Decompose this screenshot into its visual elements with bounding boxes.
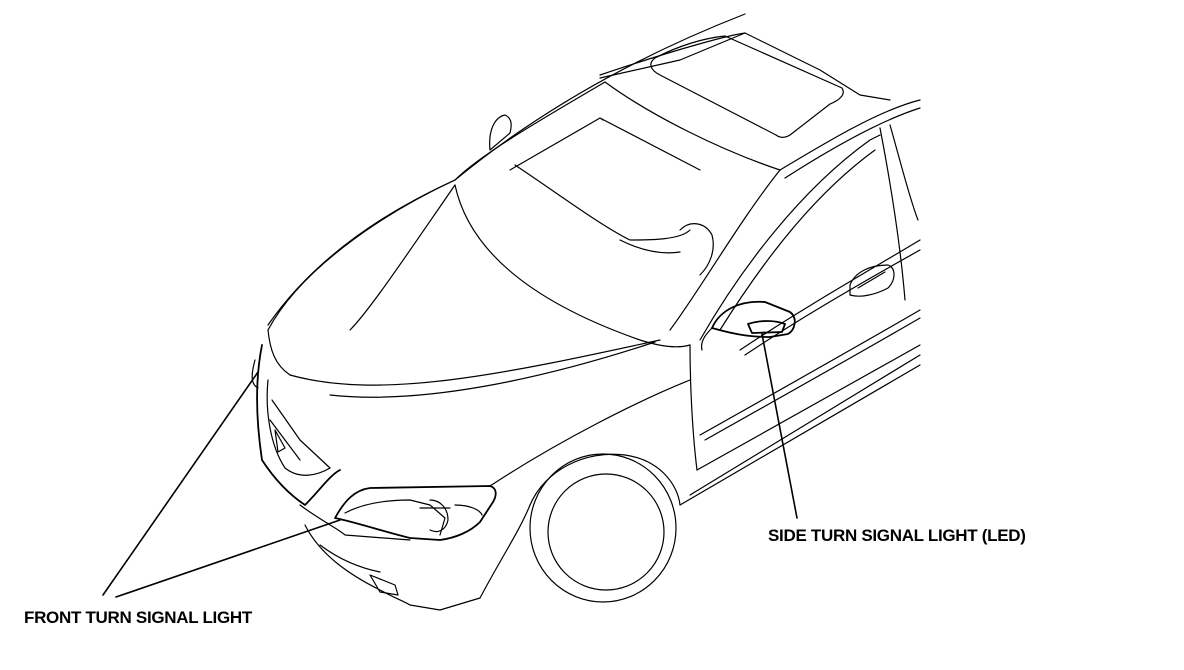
door-handle [849,264,895,297]
windshield-top [604,81,781,171]
door-handle-inner [857,271,886,289]
grille-inner [266,379,331,476]
sunroof [650,35,844,138]
hood-front-edge [267,329,291,376]
fog-light [369,574,399,596]
hood-left-edge [267,179,456,331]
seat-outline-2 [619,239,681,254]
roof-rear-edge [599,32,891,101]
bumper-vent [319,544,381,573]
leader-side [761,333,798,519]
windshield-bottom [454,184,691,348]
fender-line [489,379,691,487]
front-tire-inner [547,473,665,591]
side-turn-signal-label: SIDE TURN SIGNAL LIGHT (LED) [768,526,1026,545]
bumper-edge [409,597,481,611]
rear-window-edge [889,124,919,221]
a-pillar [669,169,781,331]
hood-center-line [329,341,656,398]
body-side-molding-2 [704,317,921,441]
roof-rail-2 [784,107,921,179]
leader-front-upper [102,371,259,596]
door-bottom [696,344,921,471]
door-window-top [719,149,876,331]
grille-bars [269,399,331,469]
grille-emblem [274,429,286,453]
roof-rail [779,99,921,171]
front-tire-outer [529,453,677,603]
windshield-left [454,81,606,181]
side-turn-signal-led [747,320,786,334]
door-front-edge [689,344,698,471]
hood-bottom-edge [289,339,661,386]
headlight-inner-1 [344,499,446,536]
belt-line-2 [744,249,921,356]
door-rear-edge [879,127,906,301]
fender-side [479,504,531,599]
front-turn-signal-label: FRONT TURN SIGNAL LIGHT [24,608,252,627]
door-window-frame [699,134,881,341]
headlight-lens [429,499,449,533]
hood-crease [349,184,456,331]
windshield-reflection [514,164,691,241]
mirror-left [489,114,512,151]
rocker-panel [679,364,921,506]
headlight-assembly [334,485,497,541]
roof-outline [267,13,746,326]
seat-outline [679,223,714,276]
roof-rear-edge-2 [599,32,746,79]
leader-front-lower [115,519,341,598]
door-bottom-2 [689,354,921,496]
bumper-top [299,504,411,541]
bumper-lower [304,524,411,606]
grille-outer [256,344,341,506]
side-mirror-base [700,327,713,351]
side-mirror [711,300,796,338]
body-side-molding [699,309,921,436]
headlight-inner-2 [419,504,483,516]
windshield-inner [509,117,701,171]
